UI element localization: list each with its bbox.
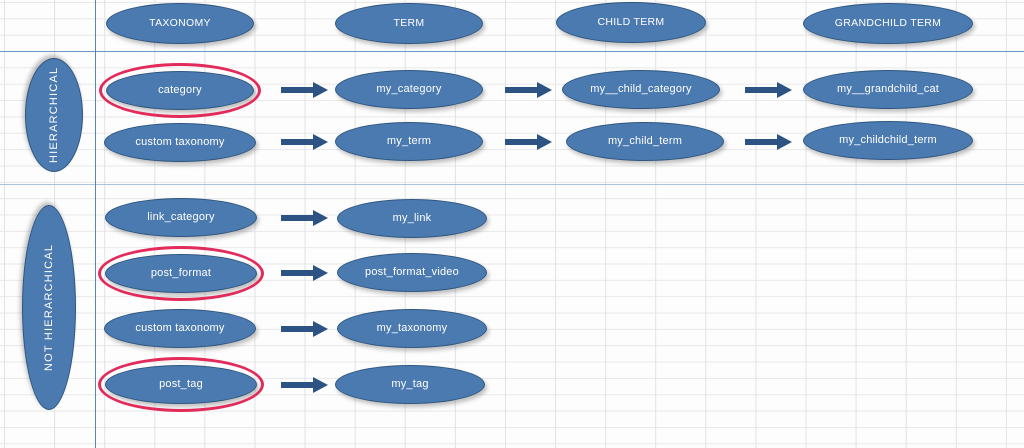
column-header-child-term-label: CHILD TERM: [597, 15, 665, 28]
node-taxonomy-post-format[interactable]: post_format: [105, 254, 257, 293]
node-term-my-term-label: my_term: [386, 135, 432, 148]
node-term-my-taxonomy[interactable]: my_taxonomy: [337, 309, 487, 348]
node-grandchild-term-my-childchild-term-label: my_childchild_term: [839, 134, 937, 147]
node-taxonomy-post-format-label: post_format: [150, 267, 212, 280]
divider-hierarchical-rule: [0, 184, 1024, 185]
node-taxonomy-custom-taxonomy-hier-label: custom taxonomy: [135, 136, 225, 149]
node-term-post-format-video-label: post_format_video: [365, 266, 459, 279]
arrow-my-term-to-child-term: [505, 134, 553, 150]
node-taxonomy-link-category-label: link_category: [147, 211, 215, 224]
arrow-child-term-to-childchild-term: [745, 134, 793, 150]
arrow-link-category-to-my-link: [281, 210, 329, 226]
arrow-custom-taxonomy-to-my-term: [281, 134, 329, 150]
divider-header-rule: [0, 51, 1024, 52]
divider-group-column-rule: [95, 0, 96, 448]
group-label-hierarchical: HIERARCHICAL: [25, 58, 83, 172]
group-label-not-hierarchical-text: NOT HIERARCHICAL: [42, 243, 55, 372]
node-taxonomy-post-tag-label: post_tag: [159, 378, 203, 391]
node-taxonomy-custom-taxonomy-hier[interactable]: custom taxonomy: [104, 123, 256, 162]
node-child-term-my-child-category-label: my__child_category: [590, 83, 692, 96]
group-label-hierarchical-text: HIERARCHICAL: [47, 66, 60, 164]
node-taxonomy-post-tag[interactable]: post_tag: [105, 365, 257, 404]
node-term-my-taxonomy-label: my_taxonomy: [376, 322, 448, 335]
node-term-my-term[interactable]: my_term: [335, 122, 483, 161]
column-header-grandchild-term-label: GRANDCHILD TERM: [834, 16, 942, 29]
column-header-grandchild-term: GRANDCHILD TERM: [803, 3, 973, 44]
node-term-my-tag-label: my_tag: [391, 378, 429, 391]
node-taxonomy-custom-taxonomy-nonhier-label: custom taxonomy: [135, 322, 225, 335]
group-label-not-hierarchical: NOT HIERARCHICAL: [22, 205, 76, 410]
column-header-term: TERM: [335, 3, 483, 44]
node-grandchild-term-my-grandchild-cat[interactable]: my__grandchild_cat: [803, 70, 973, 109]
arrow-category-to-my-category: [281, 82, 329, 98]
node-term-my-link-label: my_link: [392, 212, 432, 225]
arrow-child-to-grandchild-category: [745, 82, 793, 98]
node-child-term-my-child-term-label: my_child_term: [607, 135, 683, 148]
node-term-my-category[interactable]: my_category: [335, 70, 483, 109]
node-term-post-format-video[interactable]: post_format_video: [337, 253, 487, 292]
column-header-taxonomy: TAXONOMY: [106, 3, 254, 44]
node-child-term-my-child-term[interactable]: my_child_term: [566, 122, 724, 161]
arrow-custom-taxonomy-to-my-taxonomy: [281, 321, 329, 337]
arrow-post-tag-to-my-tag: [281, 377, 329, 393]
node-child-term-my-child-category[interactable]: my__child_category: [562, 70, 720, 109]
arrow-my-category-to-child: [505, 82, 553, 98]
node-taxonomy-category[interactable]: category: [106, 71, 254, 110]
column-header-child-term: CHILD TERM: [556, 2, 706, 43]
node-term-my-category-label: my_category: [376, 83, 442, 96]
node-grandchild-term-my-grandchild-cat-label: my__grandchild_cat: [836, 83, 940, 96]
node-grandchild-term-my-childchild-term[interactable]: my_childchild_term: [803, 121, 973, 160]
column-header-term-label: TERM: [393, 16, 425, 29]
node-term-my-link[interactable]: my_link: [337, 199, 487, 238]
node-taxonomy-category-label: category: [158, 84, 202, 97]
arrow-post-format-to-video: [281, 265, 329, 281]
node-taxonomy-link-category[interactable]: link_category: [105, 198, 257, 237]
column-header-taxonomy-label: TAXONOMY: [149, 16, 211, 29]
node-taxonomy-custom-taxonomy-nonhier[interactable]: custom taxonomy: [104, 309, 256, 348]
node-term-my-tag[interactable]: my_tag: [335, 365, 485, 404]
